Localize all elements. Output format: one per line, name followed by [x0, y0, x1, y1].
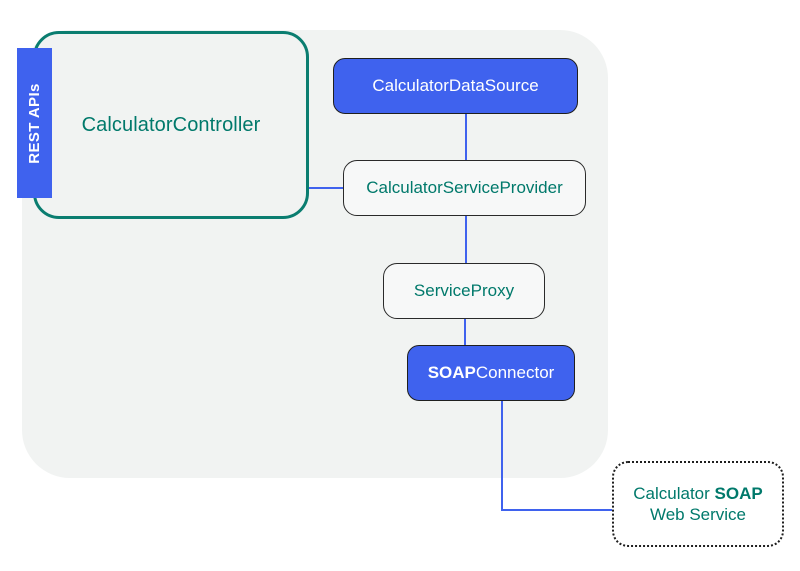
connector-controller-to-provider [307, 187, 344, 189]
webservice-line1-bold: SOAP [714, 483, 763, 503]
node-soap-connector-label: SOAPConnector [428, 362, 555, 383]
node-calculator-datasource-label: CalculatorDataSource [372, 76, 539, 96]
connector-soapconnector-to-webservice-vertical [501, 400, 503, 511]
node-soap-connector[interactable]: SOAPConnector [407, 345, 575, 401]
node-soap-connector-label-rest: Connector [475, 363, 555, 383]
node-calculator-soap-web-service[interactable]: Calculator SOAP Web Service [612, 461, 784, 547]
connector-soapconnector-to-webservice-horizontal [501, 509, 613, 511]
rest-apis-tab[interactable]: REST APIs [17, 48, 52, 198]
webservice-line1-prefix: Calculator [633, 483, 715, 503]
node-calculator-soap-web-service-label: Calculator SOAP Web Service [633, 483, 762, 526]
node-soap-connector-label-bold: SOAP [427, 363, 476, 383]
connector-provider-to-serviceproxy [465, 215, 467, 264]
node-service-proxy-label: ServiceProxy [413, 281, 515, 301]
webservice-line2: Web Service [649, 505, 747, 524]
node-calculator-controller-label: CalculatorController [81, 113, 261, 136]
connector-datasource-to-provider [465, 113, 467, 161]
node-calculator-service-provider-label: CalculatorServiceProvider [366, 178, 563, 198]
node-service-proxy[interactable]: ServiceProxy [383, 263, 545, 319]
connector-serviceproxy-to-soapconnector [464, 318, 466, 346]
node-calculator-service-provider[interactable]: CalculatorServiceProvider [343, 160, 586, 216]
node-calculator-controller[interactable]: CalculatorController [33, 31, 309, 219]
rest-apis-tab-label: REST APIs [26, 82, 44, 164]
node-calculator-datasource[interactable]: CalculatorDataSource [333, 58, 578, 114]
